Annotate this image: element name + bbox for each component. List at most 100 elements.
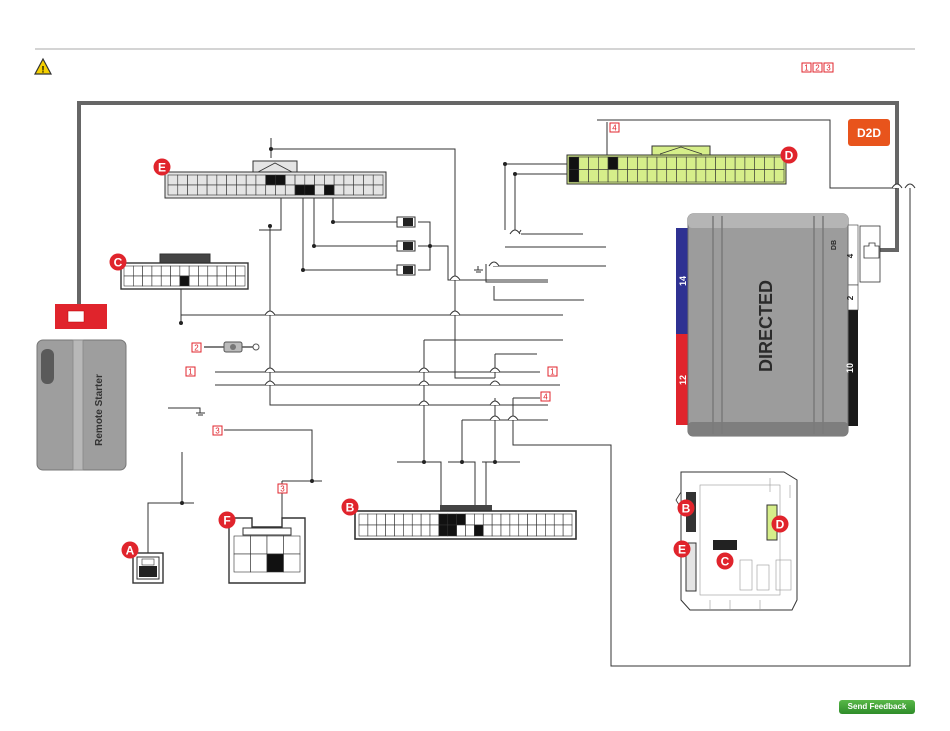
d-pin (677, 157, 687, 170)
b-pin (439, 525, 448, 536)
note-badge-3-left: 3 (215, 427, 220, 436)
e-pin (188, 185, 198, 195)
e-pin (344, 185, 354, 195)
note-ref-1: 1 (804, 64, 809, 73)
d-pin (608, 157, 618, 170)
note-badge-4-mid: 4 (543, 393, 548, 402)
e-pin (197, 185, 207, 195)
svg-text:F: F (223, 514, 230, 528)
e-pin (334, 175, 344, 185)
note-badge-1-left: 1 (188, 368, 193, 377)
e-pin (295, 175, 305, 185)
d-pin (696, 170, 706, 183)
badge-e: E (154, 159, 171, 176)
fuse-box-panel (676, 472, 797, 610)
d-pin (725, 157, 735, 170)
d-pin (725, 170, 735, 183)
e-pin (344, 175, 354, 185)
d-pin (667, 157, 677, 170)
b-pin (492, 525, 501, 536)
e-pin (188, 175, 198, 185)
c-pin (208, 266, 217, 276)
e-pin (315, 175, 325, 185)
b-pin (545, 514, 554, 525)
note-badge-1-right: 1 (550, 368, 555, 377)
d-pin (647, 170, 657, 183)
c-pin (217, 276, 226, 286)
d-pin (745, 157, 755, 170)
badge-fusebox-e: E (674, 541, 691, 558)
b-pin (510, 525, 519, 536)
f-pin (284, 554, 301, 572)
d-pin (716, 157, 726, 170)
b-pin (474, 525, 483, 536)
b-pin (439, 514, 448, 525)
badge-fusebox-b: B (678, 500, 695, 517)
d-pin (706, 170, 716, 183)
f-pin (251, 536, 268, 554)
b-pin (386, 514, 395, 525)
e-pin (217, 185, 227, 195)
b-pin (519, 514, 528, 525)
warning-triangle-icon: ! (35, 59, 51, 75)
b-pin (466, 525, 475, 536)
b-pin (412, 514, 421, 525)
c-pin (208, 276, 217, 286)
b-pin (563, 525, 572, 536)
d-pin (764, 170, 774, 183)
d-pin (764, 157, 774, 170)
d-pin (618, 170, 628, 183)
e-pin (168, 185, 178, 195)
module-brand: DIRECTED (756, 280, 776, 372)
c-pin (189, 276, 198, 286)
c-pin (152, 276, 161, 286)
e-pin (285, 185, 295, 195)
d2d-logo-text: D2D (857, 126, 881, 140)
e-pin (256, 185, 266, 195)
f-pin (284, 536, 301, 554)
send-feedback-button[interactable]: Send Feedback (839, 700, 915, 714)
diode-3 (397, 265, 415, 275)
note-refs: 1 2 3 (802, 63, 833, 73)
e-pin (217, 175, 227, 185)
d-pin (618, 157, 628, 170)
e-pin (373, 185, 383, 195)
b-pin (466, 514, 475, 525)
b-pin (554, 514, 563, 525)
b-pin (377, 525, 386, 536)
connector-c (121, 254, 248, 289)
b-pin (510, 514, 519, 525)
module-model: DB (831, 240, 838, 250)
d-pin (774, 170, 784, 183)
e-pin (246, 175, 256, 185)
e-pin (324, 185, 334, 195)
e-pin (168, 175, 178, 185)
b-pin (430, 525, 439, 536)
d-pin (716, 170, 726, 183)
svg-text:A: A (126, 544, 135, 558)
svg-text:E: E (678, 543, 686, 557)
d-pin (589, 170, 599, 183)
b-pin (483, 525, 492, 536)
e-pin (256, 175, 266, 185)
diode-1 (397, 217, 415, 227)
note-badge-2: 2 (194, 344, 199, 353)
e-pin (178, 175, 188, 185)
c-pin (217, 266, 226, 276)
e-pin (295, 185, 305, 195)
b-pin (563, 514, 572, 525)
badge-a: A (122, 542, 139, 559)
badge-fusebox-d: D (772, 516, 789, 533)
badge-fusebox-c: C (717, 553, 734, 570)
b-pin (403, 525, 412, 536)
e-pin (305, 175, 315, 185)
c-pin (133, 266, 142, 276)
e-pin (324, 175, 334, 185)
d-pin (677, 170, 687, 183)
b-pin (359, 514, 368, 525)
b-pin (483, 514, 492, 525)
e-pin (305, 185, 315, 195)
c-pin (124, 276, 133, 286)
svg-text:D: D (776, 518, 785, 532)
b-pin (528, 514, 537, 525)
